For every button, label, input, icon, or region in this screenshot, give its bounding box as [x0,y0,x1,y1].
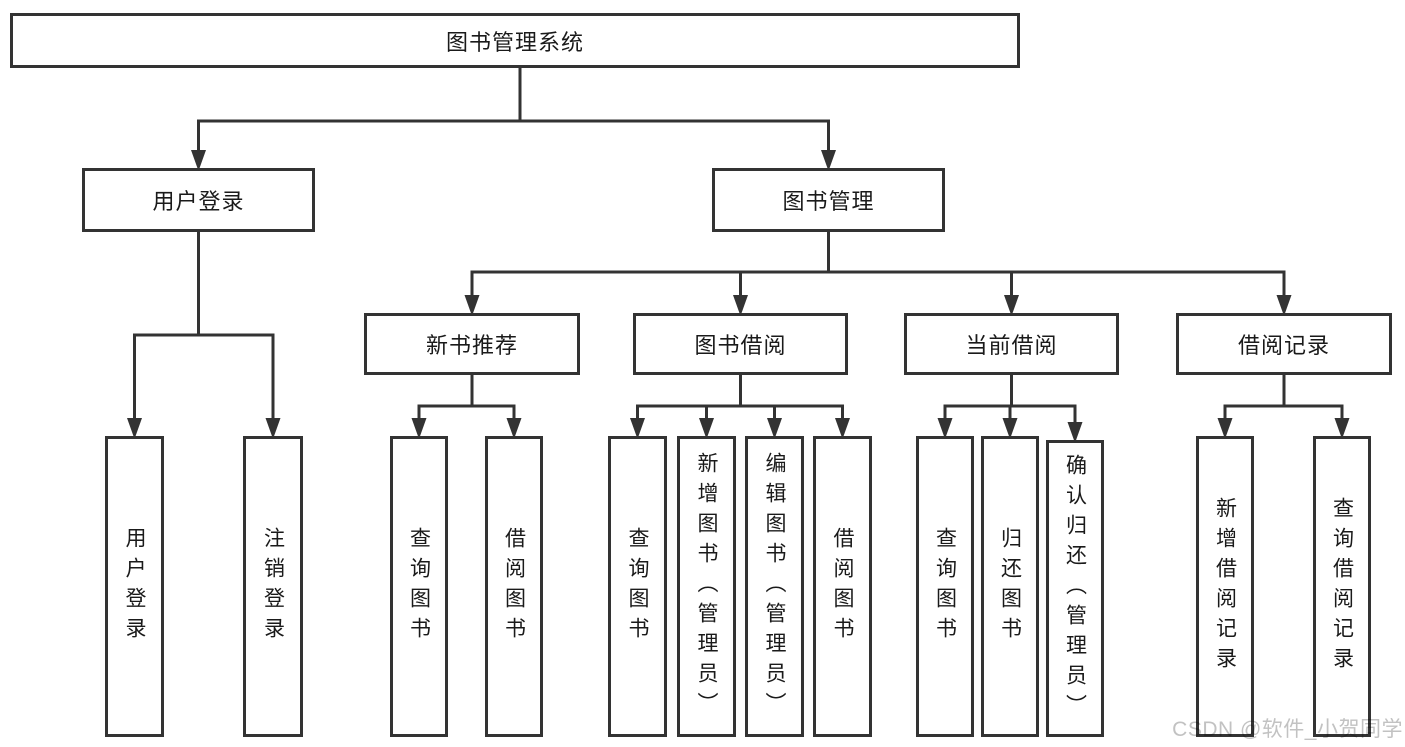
node-label-root: 图书管理系统 [445,29,584,55]
node-bb-add-book: 新增图书（管理员） [677,436,736,737]
node-br-add-record: 新增借阅记录 [1196,436,1254,737]
node-label-cb-return-book: 归还图书 [998,526,1022,647]
node-root: 图书管理系统 [10,13,1020,68]
node-label-new-book-rec: 新书推荐 [425,333,518,358]
node-bb-query-book: 查询图书 [608,436,667,737]
node-label-nbr-borrow-book: 借阅图书 [502,526,526,647]
node-nbr-query-book: 查询图书 [390,436,448,737]
node-label-cb-confirm-return: 确认归还（管理员） [1063,453,1087,724]
node-current-borrow: 当前借阅 [904,313,1119,375]
node-label-bb-borrow-book: 借阅图书 [831,526,854,647]
node-bb-edit-book: 编辑图书（管理员） [745,436,804,737]
node-label-nbr-query-book: 查询图书 [407,526,431,647]
node-label-book-mgmt: 图书管理 [782,189,875,214]
node-logout-action: 注销登录 [243,436,303,737]
node-book-borrow: 图书借阅 [633,313,848,375]
node-label-bb-query-book: 查询图书 [626,526,649,647]
node-cb-return-book: 归还图书 [981,436,1039,737]
node-label-cb-query-book: 查询图书 [933,526,957,647]
node-nbr-borrow-book: 借阅图书 [485,436,543,737]
node-user-login: 用户登录 [82,168,315,232]
node-br-query-record: 查询借阅记录 [1313,436,1371,737]
node-cb-confirm-return: 确认归还（管理员） [1046,440,1104,737]
node-label-logout-action: 注销登录 [261,526,285,647]
node-login-action: 用户登录 [105,436,164,737]
node-cb-query-book: 查询图书 [916,436,974,737]
node-label-user-login: 用户登录 [152,189,245,214]
node-label-current-borrow: 当前借阅 [965,333,1058,358]
node-label-br-query-record: 查询借阅记录 [1330,496,1354,677]
node-label-borrow-records: 借阅记录 [1237,333,1330,358]
watermark: CSDN @软件_小贺同学 [1172,718,1403,741]
node-label-login-action: 用户登录 [123,526,146,647]
node-bb-borrow-book: 借阅图书 [813,436,872,737]
node-book-mgmt: 图书管理 [712,168,945,232]
node-label-book-borrow: 图书借阅 [694,333,787,358]
node-label-bb-edit-book: 编辑图书（管理员） [763,451,786,722]
node-label-bb-add-book: 新增图书（管理员） [695,451,718,722]
node-new-book-rec: 新书推荐 [364,313,580,375]
node-borrow-records: 借阅记录 [1176,313,1392,375]
node-label-br-add-record: 新增借阅记录 [1213,496,1237,677]
